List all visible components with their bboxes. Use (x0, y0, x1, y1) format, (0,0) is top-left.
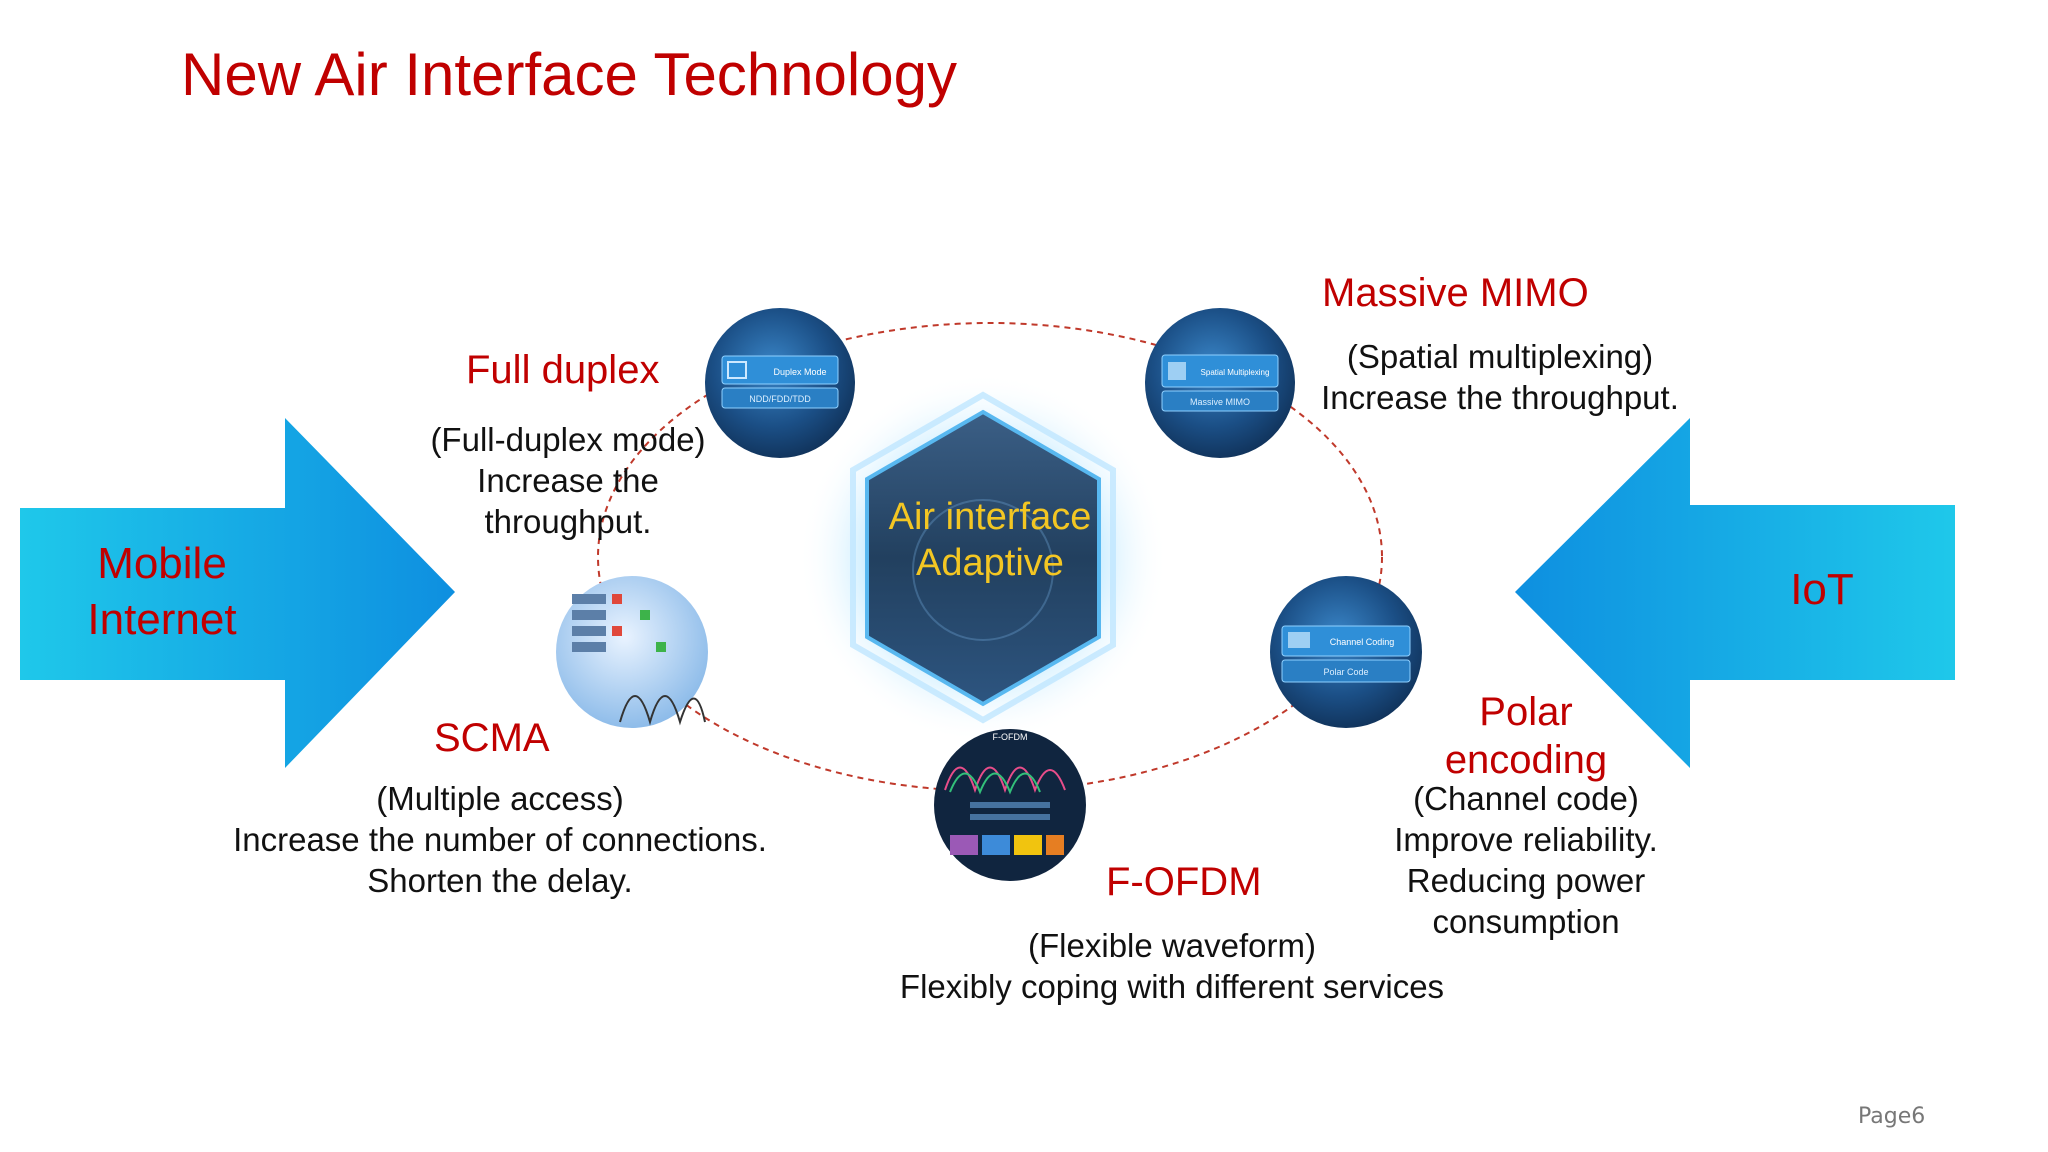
f-ofdm-line: Flexibly coping with different services (899, 968, 1445, 1005)
polar-title: Polar encoding (1445, 688, 1607, 784)
full-duplex-line: (Full-duplex mode) (430, 421, 706, 458)
scma-line: Shorten the delay. (367, 862, 633, 899)
scma-icon (556, 576, 708, 728)
polar-icon (1270, 576, 1422, 728)
center-label-line2: Adaptive (916, 542, 1064, 584)
f-ofdm-title: F-OFDM (1106, 860, 1262, 904)
mobile-internet-line1: Mobile (97, 539, 227, 588)
polar-line: Improve reliability. (1394, 821, 1658, 858)
center-hexagon-outer (850, 391, 1116, 724)
scma-title: SCMA (434, 716, 550, 760)
polar-line: (Channel code) (1413, 780, 1639, 817)
massive-mimo-icon-sublabel: Massive MIMO (1190, 397, 1250, 407)
center-label-line1: Air interface (888, 496, 1092, 538)
massive-mimo-title: Massive MIMO (1322, 271, 1589, 315)
polar-description: (Channel code) Improve reliability. Redu… (1394, 778, 1657, 942)
center-label: Air interface Adaptive (889, 494, 1092, 586)
massive-mimo-icon (1145, 308, 1295, 458)
full-duplex-icon (705, 308, 855, 458)
f-ofdm-icon (934, 729, 1086, 881)
polar-title-line1: Polar (1479, 690, 1573, 734)
polar-line: Reducing power (1406, 862, 1646, 899)
full-duplex-title: Full duplex (466, 348, 660, 392)
polar-line: consumption (1432, 903, 1620, 940)
polar-icon-sublabel: Polar Code (1323, 667, 1368, 677)
full-duplex-icon-sublabel: NDD/FDD/TDD (749, 394, 811, 404)
f-ofdm-icon-label: F-OFDM (993, 732, 1028, 742)
scma-line: Increase the number of connections. (233, 821, 767, 858)
massive-mimo-description: (Spatial multiplexing) Increase the thro… (1321, 336, 1679, 418)
scma-line: (Multiple access) (376, 780, 624, 817)
iot-label: IoT (1790, 565, 1854, 614)
arrow-left-shape (20, 418, 455, 768)
massive-mimo-line: (Spatial multiplexing) (1346, 338, 1654, 375)
massive-mimo-line: Increase the throughput. (1321, 379, 1679, 416)
page-number: Page6 (1858, 1104, 1926, 1129)
arrow-right-shape (1515, 418, 1955, 768)
polar-icon-label: Channel Coding (1330, 637, 1395, 647)
full-duplex-line: Increase the (477, 462, 659, 499)
scma-description: (Multiple access) Increase the number of… (233, 778, 767, 901)
center-hexagon (865, 409, 1101, 707)
page-title: New Air Interface Technology (181, 41, 957, 108)
massive-mimo-icon-label: Spatial Multiplexing (1201, 368, 1270, 377)
full-duplex-line: throughput. (484, 503, 652, 540)
polar-title-line2: encoding (1444, 738, 1608, 782)
full-duplex-description: (Full-duplex mode) Increase the throughp… (430, 419, 705, 542)
mobile-internet-line2: Internet (87, 595, 237, 644)
mobile-internet-label: Mobile Internet (87, 536, 236, 648)
f-ofdm-description: (Flexible waveform) Flexibly coping with… (900, 925, 1444, 1007)
f-ofdm-line: (Flexible waveform) (1028, 927, 1316, 964)
full-duplex-icon-label: Duplex Mode (773, 367, 826, 377)
